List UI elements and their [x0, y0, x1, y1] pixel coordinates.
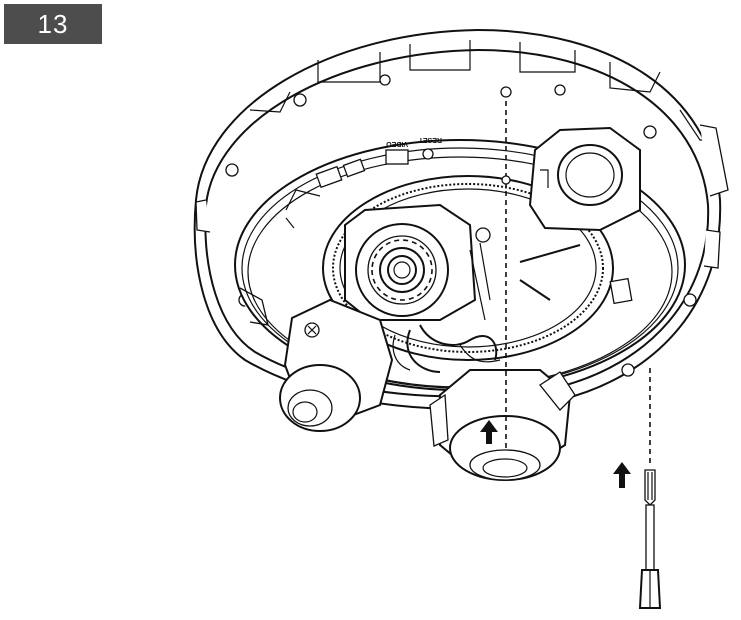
cable-gland-mount — [528, 126, 641, 305]
left-camera-head — [279, 298, 394, 432]
internal-cables — [392, 324, 501, 373]
center-lens-module — [344, 203, 491, 321]
step-number: 13 — [37, 8, 69, 39]
inner-base-plate: RESET VIDEO — [234, 136, 686, 391]
bottom-camera-head — [429, 369, 576, 481]
video-label: VIDEO — [386, 140, 408, 147]
up-arrow-icon — [480, 420, 498, 444]
step-number-badge: 13 — [4, 4, 102, 44]
gear-ring — [322, 175, 614, 361]
reset-label: RESET — [418, 136, 442, 143]
mid-screw — [501, 175, 511, 185]
top-screw — [500, 86, 512, 98]
screwdriver-icon — [638, 469, 662, 609]
up-arrow-icon — [613, 462, 631, 488]
